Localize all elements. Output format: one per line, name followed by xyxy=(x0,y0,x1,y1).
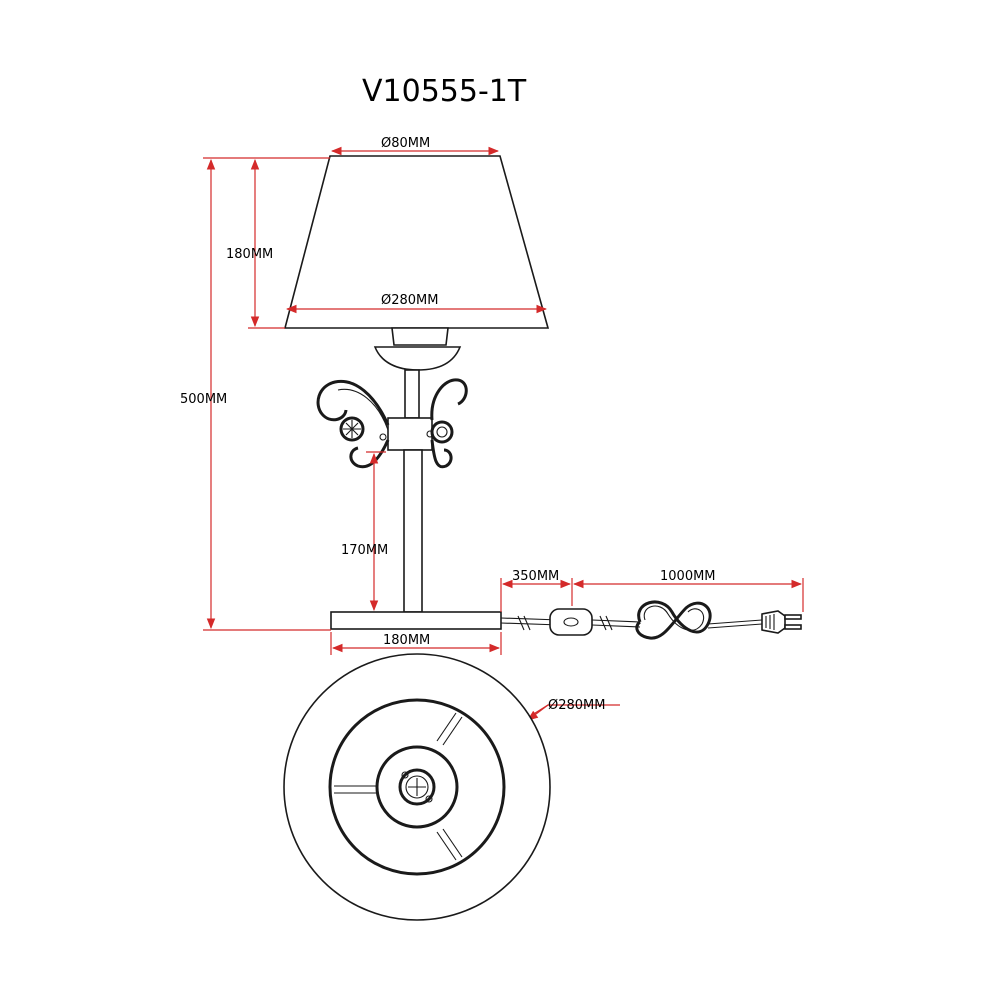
model-title: V10555-1T xyxy=(362,74,527,109)
lamp-shade xyxy=(283,155,550,329)
lamp-base xyxy=(330,611,502,630)
plug-prong-top xyxy=(784,614,802,620)
right-scroll-ornament xyxy=(430,378,468,469)
dim-total-height: 500MM xyxy=(180,392,227,407)
dim-shade-bottom-diameter: Ø280MM xyxy=(381,293,438,308)
plug-prong-bottom xyxy=(784,624,802,630)
lamp-side-view xyxy=(283,155,802,640)
dim-switch-to-plug: 1000MM xyxy=(660,569,716,584)
switch-button xyxy=(563,617,579,627)
hub-inner xyxy=(398,768,436,806)
dimension-lines xyxy=(203,146,804,721)
power-cord xyxy=(500,600,802,640)
base-circle xyxy=(328,698,506,876)
hub-outer xyxy=(375,745,459,829)
dim-shade-height: 180MM xyxy=(226,247,273,262)
lamp-socket xyxy=(391,327,449,346)
dim-cord-to-switch: 350MM xyxy=(512,569,559,584)
dim-stem-height: 170MM xyxy=(341,543,388,558)
left-rosette xyxy=(339,416,365,442)
lamp-collar xyxy=(387,417,433,451)
dim-shade-top-diameter: Ø80MM xyxy=(381,136,430,151)
lamp-cup xyxy=(373,346,462,371)
dim-bottom-view-diameter: Ø280MM xyxy=(548,698,605,713)
right-rosette xyxy=(430,420,454,444)
inline-switch xyxy=(549,608,593,636)
dim-base-width: 180MM xyxy=(383,633,430,648)
lamp-bottom-view xyxy=(283,653,551,921)
coiled-cord xyxy=(635,600,712,640)
lamp-lower-stem xyxy=(403,449,423,613)
left-scroll-ornament xyxy=(316,379,390,469)
lamp-upper-stem xyxy=(404,369,420,419)
